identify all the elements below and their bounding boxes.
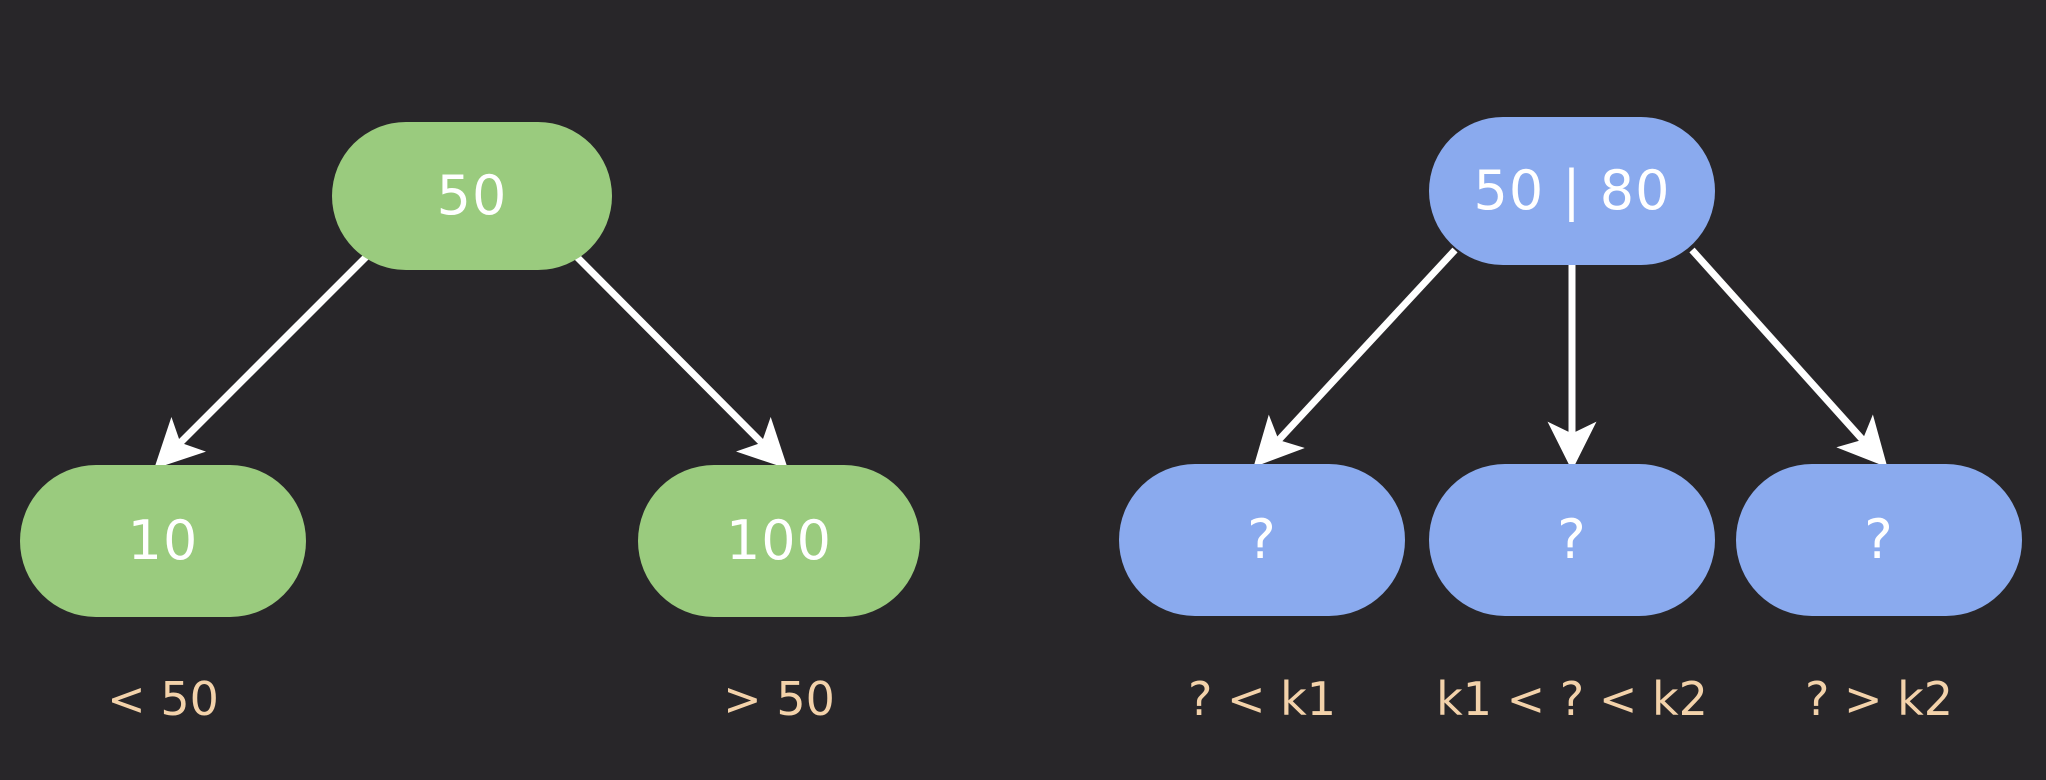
two-three-node-child-node-2: ? (1736, 464, 2022, 616)
node-label: 50 | 80 (1473, 159, 1671, 222)
edge-50-to-10 (154, 252, 371, 469)
node-label: 100 (725, 509, 833, 572)
node-label: ? (1557, 508, 1587, 571)
two-three-node-root-node: 50 | 80 (1429, 117, 1715, 265)
node-label: 50 (436, 164, 508, 227)
two-three-node-child-node-1: ? (1429, 464, 1715, 616)
two-three-node-caption-2: ? > k2 (1804, 672, 1954, 726)
bst-binary-node-child-node-0: 10 (20, 465, 306, 617)
two-three-node-child-node-0: ? (1119, 464, 1405, 616)
node-label: ? (1247, 508, 1277, 571)
edge-50-to-100 (572, 252, 788, 469)
two-three-node-caption-0: ? < k1 (1187, 672, 1337, 726)
node-label: 10 (127, 509, 199, 572)
two-three-node-caption-1: k1 < ? < k2 (1436, 672, 1708, 726)
edge-root-to-right (1689, 247, 1888, 468)
bst-binary-node-caption-1: > 50 (723, 672, 835, 726)
node-label: ? (1864, 508, 1894, 571)
bst-binary-node-child-node-1: 100 (638, 465, 920, 617)
bst-binary-node-caption-0: < 50 (107, 672, 219, 726)
bst-binary-node-root-node: 50 (332, 122, 612, 270)
edge-root-to-left (1253, 247, 1458, 468)
